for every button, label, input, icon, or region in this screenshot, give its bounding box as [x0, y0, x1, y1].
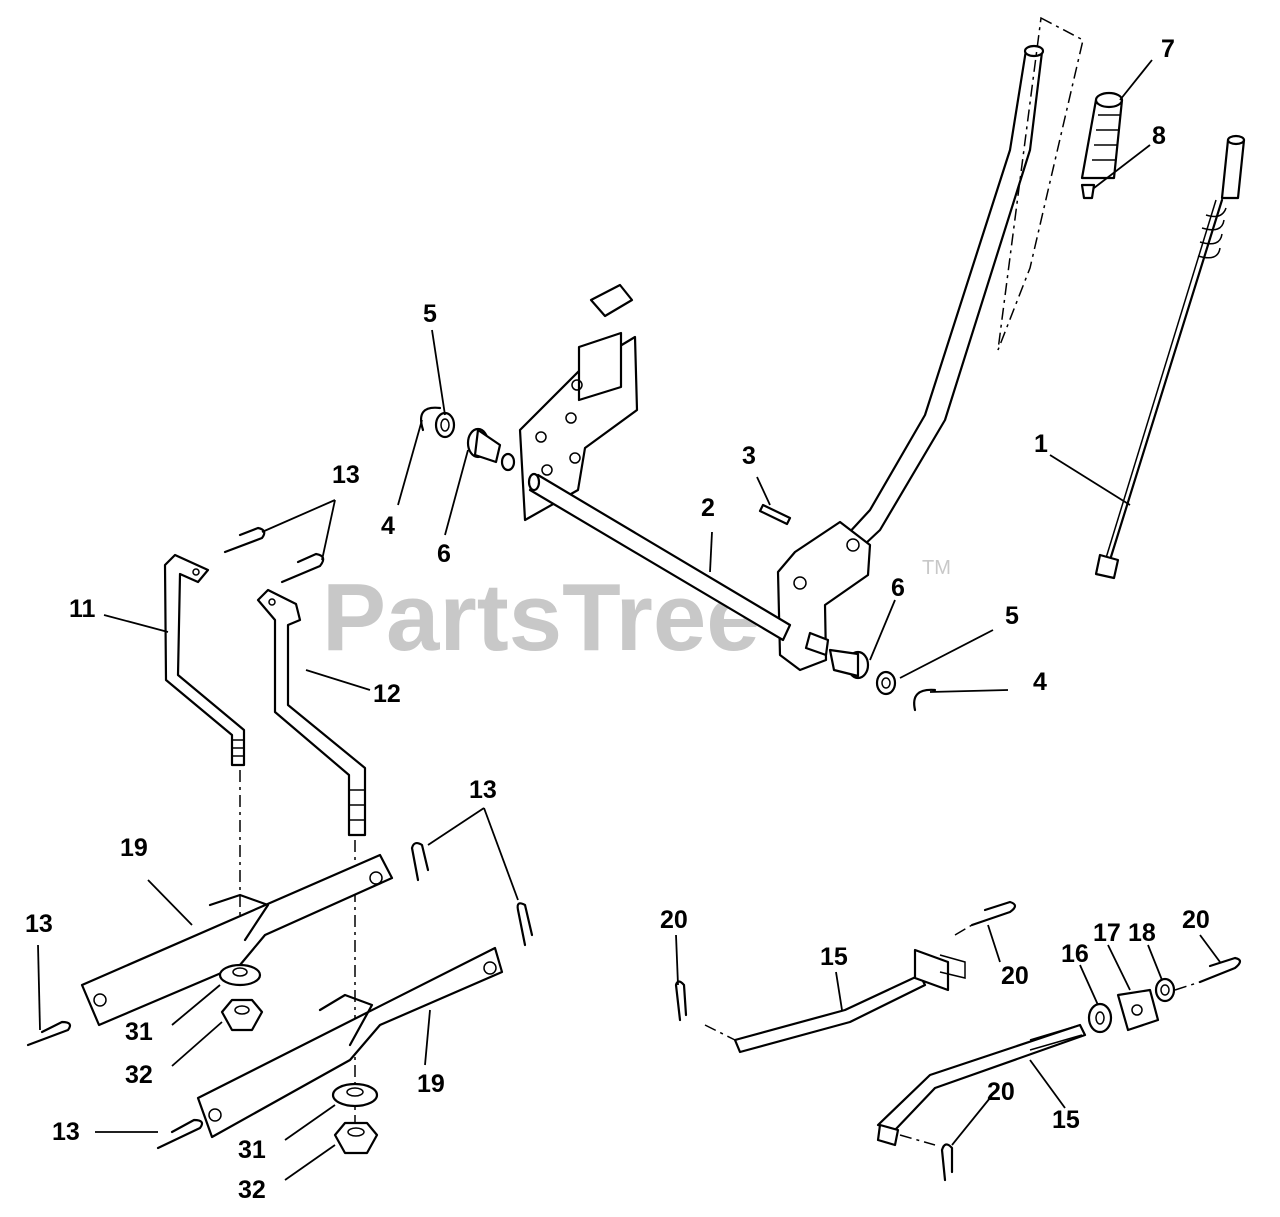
handle-grip [1080, 91, 1124, 180]
adjust-rod-15-upper [704, 948, 966, 1054]
nut-lower [333, 1121, 379, 1155]
washer-18 [1154, 977, 1176, 1003]
callout-20-right: 20 [1182, 906, 1210, 934]
key [758, 503, 792, 526]
bearing-right [828, 648, 870, 680]
callout-7: 7 [1161, 35, 1175, 63]
callout-15-lower: 15 [1052, 1106, 1080, 1134]
callout-18: 18 [1128, 919, 1156, 947]
callout-8: 8 [1152, 122, 1166, 150]
nut-upper [220, 998, 264, 1032]
callout-6-left: 6 [437, 540, 451, 568]
callout-4-left: 4 [381, 512, 395, 540]
cotter-pin-20-right [1174, 956, 1242, 991]
hairpin-clip-13-mid-a [410, 841, 430, 882]
callout-20-bottom: 20 [987, 1078, 1015, 1106]
callout-13-mid: 13 [469, 776, 497, 804]
callout-11: 11 [69, 595, 96, 623]
hairpin-clip-13-top-b [280, 552, 325, 584]
cotter-pin-20-mid [954, 900, 1017, 936]
adjust-rod-15-lower [876, 1023, 1087, 1147]
callout-6-right: 6 [891, 574, 905, 602]
callout-19-lower: 19 [417, 1070, 445, 1098]
spacer-upper [218, 963, 262, 987]
nut-16 [1087, 1002, 1113, 1034]
callout-12: 12 [373, 680, 401, 708]
lift-link-left [163, 553, 246, 930]
callout-20-left: 20 [660, 906, 688, 934]
hairpin-clip-13-mid-b [516, 902, 534, 947]
block-17 [1116, 988, 1160, 1032]
lift-handle [776, 16, 1084, 672]
callout-19-upper: 19 [120, 834, 148, 862]
callout-20-mid: 20 [1001, 962, 1029, 990]
callout-3: 3 [742, 442, 756, 470]
callout-13-left: 13 [25, 910, 53, 938]
callout-31-lower: 31 [238, 1136, 266, 1164]
mounting-plate [518, 283, 639, 522]
leader-lines [37, 59, 1221, 1181]
callout-2: 2 [701, 494, 715, 522]
callout-labels: 1 2 3 4 4 5 5 6 6 7 8 11 12 13 13 13 13 … [25, 35, 1210, 1204]
lift-arm-lower [196, 946, 504, 1139]
cotter-pin-20-bottom [940, 1143, 954, 1182]
washer-left [434, 411, 456, 439]
watermark-trademark: TM [922, 557, 951, 579]
callout-31-upper: 31 [125, 1018, 153, 1046]
adjust-rod [1094, 134, 1246, 580]
hairpin-clip-13-bottom [156, 1118, 204, 1150]
spacer-lower [331, 1082, 379, 1108]
callout-17: 17 [1093, 919, 1121, 947]
lift-arm-upper [80, 853, 394, 1027]
callout-5-right: 5 [1005, 602, 1019, 630]
callout-13-top: 13 [332, 461, 360, 489]
cotter-pin-20-left [674, 980, 688, 1022]
bearing-left [466, 427, 502, 464]
cross-shaft [500, 452, 830, 657]
clip-right [913, 688, 937, 712]
clip-left [419, 406, 442, 432]
hairpin-clip-13-top-a [223, 526, 266, 554]
callout-5-left: 5 [423, 300, 437, 328]
callout-15-upper: 15 [820, 943, 848, 971]
callout-32-lower: 32 [238, 1176, 266, 1204]
callout-4-right: 4 [1033, 668, 1047, 696]
callout-16: 16 [1061, 940, 1089, 968]
grip-insert [1080, 183, 1096, 200]
callout-32-upper: 32 [125, 1061, 153, 1089]
hairpin-clip-13-left [26, 1020, 72, 1047]
callout-13-bottom: 13 [52, 1118, 80, 1146]
callout-1: 1 [1034, 430, 1048, 458]
washer-right [875, 670, 897, 696]
